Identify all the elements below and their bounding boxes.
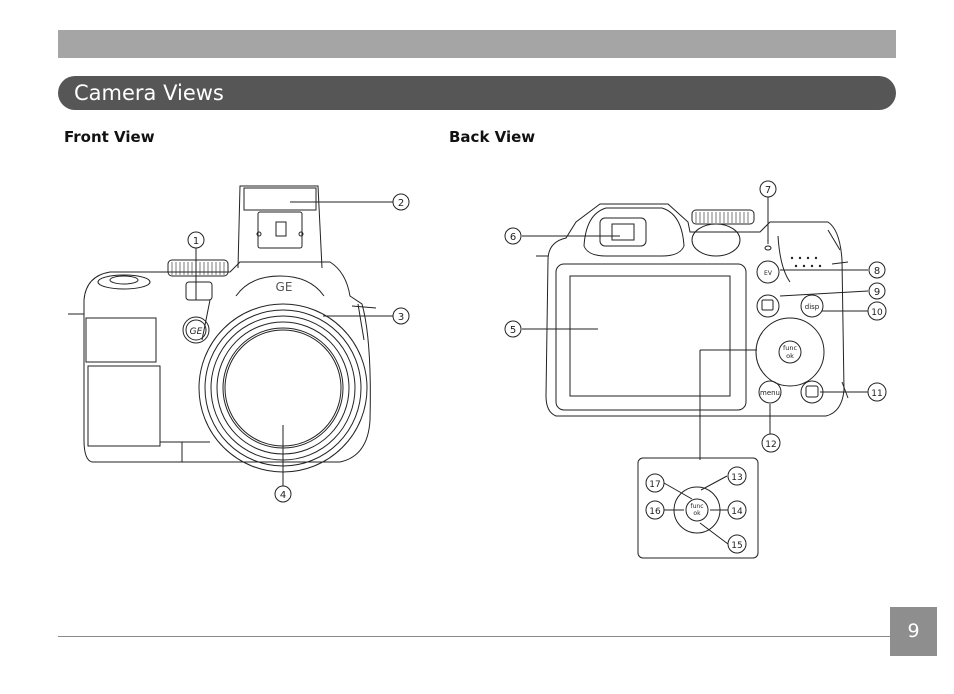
back-camera-illustration [536, 203, 849, 417]
callout-10: 10 [871, 308, 883, 318]
callout-6: 6 [510, 232, 516, 243]
dpad-inset [663, 475, 729, 545]
disp-button-label: disp [805, 303, 820, 311]
front-camera-illustration [68, 185, 377, 473]
inset-func-label: func [690, 503, 703, 510]
callout-8: 8 [874, 266, 880, 277]
ge-logo: GE [190, 327, 203, 337]
callout-16: 16 [649, 507, 661, 517]
callout-15: 15 [731, 541, 742, 551]
section-title: Camera Views [74, 81, 224, 105]
ok-label: ok [786, 352, 794, 360]
footer-rule [58, 636, 890, 637]
callout-7: 7 [765, 185, 771, 196]
back-leaders [522, 196, 869, 460]
front-view-heading: Front View [64, 128, 155, 146]
callout-12: 12 [765, 440, 776, 450]
callout-3: 3 [398, 312, 404, 323]
brand-text: GE [276, 280, 293, 294]
back-view-heading: Back View [449, 128, 536, 146]
callout-1: 1 [193, 236, 199, 247]
func-label: func [783, 344, 798, 352]
callout-13: 13 [731, 473, 742, 483]
page-number: 9 [890, 607, 937, 656]
dpad-inset-frame [637, 457, 759, 559]
callout-9: 9 [874, 287, 880, 298]
callout-11: 11 [871, 389, 882, 399]
callout-2: 2 [398, 198, 404, 209]
front-leaders [195, 201, 393, 487]
callout-4: 4 [280, 490, 286, 501]
svg-text:EV: EV [764, 270, 773, 277]
callout-14: 14 [731, 507, 743, 517]
header-band [58, 30, 896, 58]
callout-5: 5 [510, 325, 516, 336]
callout-17: 17 [649, 480, 660, 490]
section-title-bar: Camera Views [58, 76, 896, 110]
menu-button-label: menu [760, 389, 780, 397]
inset-ok-label: ok [693, 510, 701, 517]
